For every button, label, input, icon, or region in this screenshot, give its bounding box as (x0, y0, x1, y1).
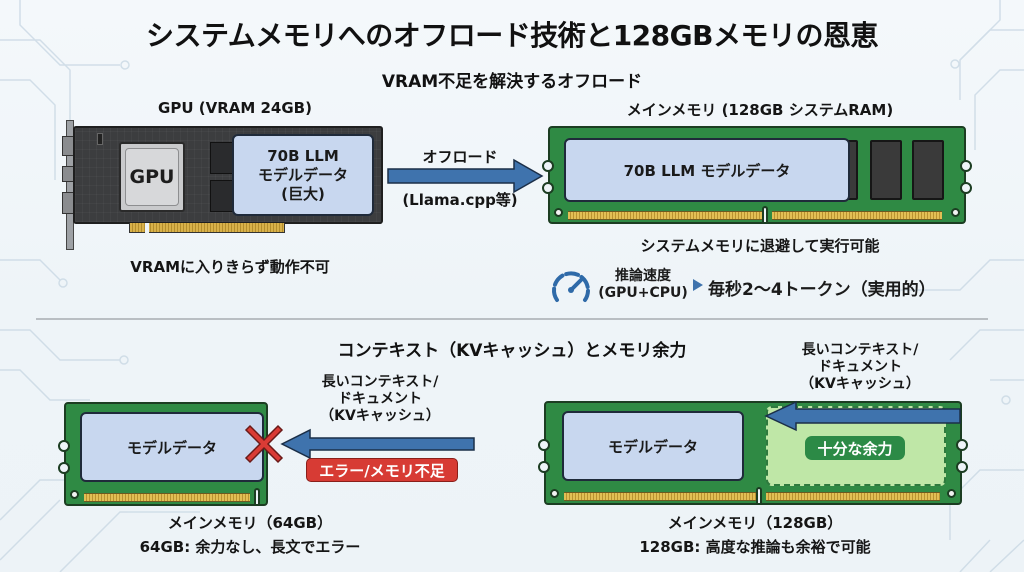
vram-module-2 (210, 180, 234, 212)
ram-hole (554, 208, 563, 217)
ram-key-notch (756, 487, 762, 503)
ram64-model-data: モデルデータ (80, 412, 264, 482)
ram-side-notch (960, 182, 972, 194)
ram-gold-contacts (84, 493, 250, 502)
ram-stick-64gb: モデルデータ (58, 402, 268, 506)
section-divider (36, 318, 988, 320)
ram-side-notch (542, 182, 554, 194)
kv-cache-arrow-left-icon (280, 428, 475, 460)
ram-side-notch (58, 462, 70, 474)
page-title: システムメモリへのオフロード技術と128GBメモリの恩恵 (146, 19, 878, 52)
ram-hole (70, 490, 79, 499)
ram128-label: メインメモリ (128GB システムRAM) (626, 101, 894, 119)
kv-cache-arrow-right-icon (764, 400, 961, 432)
speed-label-line1: 推論速度 (615, 268, 671, 284)
ram128-model-data: 70B LLM モデルデータ (564, 138, 850, 202)
pcie-connector (129, 223, 285, 233)
ram-hole (951, 208, 960, 217)
ram128-context-caption: 128GB: 高度な推論も余裕で可能 (639, 538, 871, 556)
gpu-chip: GPU (119, 142, 185, 212)
ram-side-notch (956, 439, 968, 451)
right-incoming-line-1: 長いコンテキスト/ (801, 342, 919, 358)
ram128-context-label: メインメモリ（128GB） (667, 514, 843, 532)
gpu-model-data-box: 70B LLM モデルデータ (巨大) (232, 134, 374, 216)
gpu-label: GPU (VRAM 24GB) (158, 99, 312, 117)
left-incoming-line-3: （KVキャッシュ） (320, 408, 440, 424)
left-incoming-line-1: 長いコンテキスト/ (321, 374, 439, 390)
ram-hole (550, 489, 559, 498)
ram-hole (947, 489, 956, 498)
ram-side-notch (542, 160, 554, 172)
offload-arrow-icon (387, 158, 544, 194)
ram-key-notch (254, 488, 260, 504)
ram-side-notch (58, 440, 70, 452)
gpu-chip-label: GPU (125, 148, 179, 206)
right-incoming-line-2: ドキュメント (818, 359, 902, 375)
vram-module-1 (210, 142, 234, 174)
ram128-caption: システムメモリに退避して実行可能 (640, 237, 880, 255)
offload-arrow-label: オフロード (422, 148, 498, 166)
gpu-model-line-1: 70B LLM (267, 146, 339, 165)
ram64-label: メインメモリ（64GB） (167, 514, 333, 532)
speedometer-icon (552, 271, 590, 302)
offload-arrow-sublabel: (Llama.cpp等) (402, 191, 518, 209)
right-incoming-line-3: （KVキャッシュ） (800, 376, 920, 392)
ram64-caption: 64GB: 余力なし、長文でエラー (139, 538, 361, 556)
speed-label-line2: (GPU+CPU) (598, 285, 688, 301)
error-badge: エラー/メモリ不足 (306, 458, 458, 482)
ram-gold-contacts (568, 211, 764, 220)
play-marker-icon (693, 279, 703, 291)
gpu-component (97, 133, 103, 145)
section2-heading: コンテキスト（KVキャッシュ）とメモリ余力 (337, 341, 687, 361)
ram-chip (870, 140, 902, 200)
ram128-context-model-data: モデルデータ (562, 411, 744, 481)
ram-stick-128gb: 70B LLM モデルデータ (542, 126, 972, 224)
ram-side-notch (538, 461, 550, 473)
ram-chip (912, 140, 944, 200)
ram-gold-contacts (766, 492, 940, 501)
error-cross-icon (244, 424, 284, 464)
sufficient-headroom-badge: 十分な余力 (805, 436, 905, 460)
gpu-caption: VRAMに入りきらず動作不可 (130, 258, 330, 276)
ram-gold-contacts (772, 211, 942, 220)
ram-side-notch (960, 160, 972, 172)
ram-gold-contacts (564, 492, 756, 501)
speed-value: 毎秒2〜4トークン（実用的） (708, 280, 936, 300)
ram-key-notch (762, 206, 768, 222)
gpu-model-line-3: (巨大) (281, 184, 325, 203)
ram-side-notch (956, 461, 968, 473)
pcie-notch (145, 223, 149, 233)
gpu-model-line-2: モデルデータ (257, 165, 348, 184)
left-incoming-line-2: ドキュメント (338, 391, 422, 407)
section1-heading: VRAM不足を解決するオフロード (381, 72, 643, 92)
ram-side-notch (538, 439, 550, 451)
